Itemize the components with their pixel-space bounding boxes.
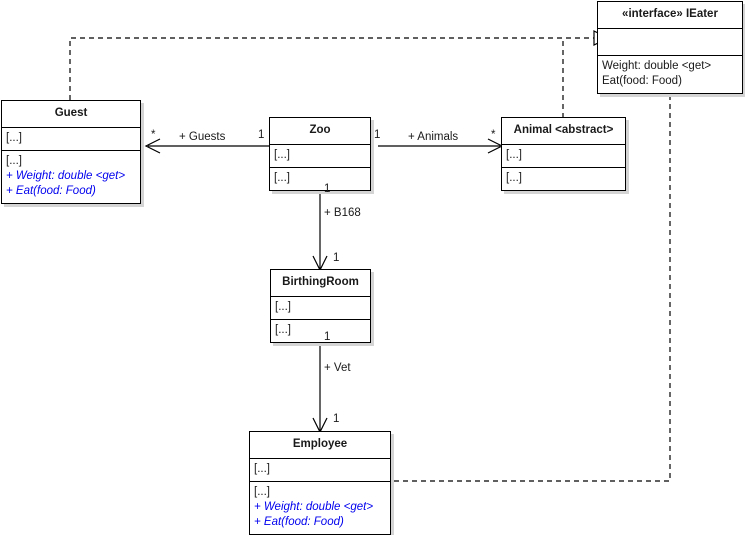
class-animal[interactable]: Animal <abstract> [...] [...] bbox=[501, 117, 626, 191]
class-zoo[interactable]: Zoo [...] [...] bbox=[269, 117, 371, 191]
class-birthingroom-operations: [...] bbox=[271, 320, 370, 342]
multiplicity-b168-target: 1 bbox=[333, 252, 340, 264]
class-guest-attributes: [...] bbox=[2, 128, 140, 151]
member-weight: Weight: double <get> bbox=[602, 60, 712, 72]
class-zoo-operations: [...] bbox=[270, 168, 370, 190]
class-birthingroom[interactable]: BirthingRoom [...] [...] bbox=[270, 269, 371, 343]
class-birthingroom-attributes: [...] bbox=[271, 297, 370, 320]
multiplicity-animals-target: * bbox=[491, 129, 496, 141]
member-ellipsis: [...] bbox=[506, 172, 522, 184]
class-guest-operations: [...] + Weight: double <get> + Eat(food:… bbox=[2, 151, 140, 203]
member-ellipsis: [...] bbox=[275, 324, 291, 336]
association-guests-line bbox=[144, 138, 269, 154]
multiplicity-vet-target: 1 bbox=[333, 413, 340, 425]
class-employee-operations: [...] + Weight: double <get> + Eat(food:… bbox=[250, 482, 390, 534]
class-guest-name: Guest bbox=[2, 101, 140, 128]
class-animal-attributes: [...] bbox=[502, 145, 625, 168]
class-ieater-attributes bbox=[598, 29, 742, 56]
association-label-guests: + Guests bbox=[179, 131, 226, 143]
member-ellipsis: [...] bbox=[275, 301, 291, 313]
member-eat: + Eat(food: Food) bbox=[254, 516, 344, 528]
multiplicity-animals-source: 1 bbox=[374, 129, 381, 141]
association-b168-line bbox=[312, 182, 328, 272]
member-weight: + Weight: double <get> bbox=[254, 501, 374, 513]
class-birthingroom-name: BirthingRoom bbox=[271, 270, 370, 297]
association-label-b168: + B168 bbox=[324, 207, 361, 219]
member-eat: + Eat(food: Food) bbox=[6, 185, 96, 197]
association-label-animals: + Animals bbox=[408, 131, 459, 143]
member-ellipsis: [...] bbox=[274, 172, 290, 184]
class-ieater-operations: Weight: double <get> Eat(food: Food) bbox=[598, 56, 742, 93]
realization-guest-ieater bbox=[69, 30, 610, 100]
class-zoo-attributes: [...] bbox=[270, 145, 370, 168]
class-ieater[interactable]: «interface» IEater Weight: double <get> … bbox=[597, 1, 743, 94]
class-zoo-name: Zoo bbox=[270, 118, 370, 145]
class-employee-attributes: [...] bbox=[250, 459, 390, 482]
member-ellipsis: [...] bbox=[274, 149, 290, 161]
class-employee[interactable]: Employee [...] [...] + Weight: double <g… bbox=[249, 431, 391, 535]
member-ellipsis: [...] bbox=[6, 155, 22, 167]
class-employee-name: Employee bbox=[250, 432, 390, 459]
multiplicity-b168-source: 1 bbox=[324, 183, 331, 195]
member-ellipsis: [...] bbox=[506, 149, 522, 161]
member-ellipsis: [...] bbox=[254, 463, 270, 475]
member-eat: Eat(food: Food) bbox=[602, 75, 682, 87]
member-weight: + Weight: double <get> bbox=[6, 170, 126, 182]
multiplicity-guests-target: * bbox=[151, 129, 156, 141]
member-ellipsis: [...] bbox=[254, 486, 270, 498]
association-label-vet: + Vet bbox=[324, 362, 351, 374]
class-animal-operations: [...] bbox=[502, 168, 625, 190]
multiplicity-guests-source: 1 bbox=[258, 129, 265, 141]
class-ieater-name: «interface» IEater bbox=[598, 2, 742, 29]
class-guest[interactable]: Guest [...] [...] + Weight: double <get>… bbox=[1, 100, 141, 204]
class-animal-name: Animal <abstract> bbox=[502, 118, 625, 145]
association-vet-line bbox=[312, 330, 328, 434]
member-ellipsis: [...] bbox=[6, 132, 22, 144]
multiplicity-vet-source: 1 bbox=[324, 331, 331, 343]
